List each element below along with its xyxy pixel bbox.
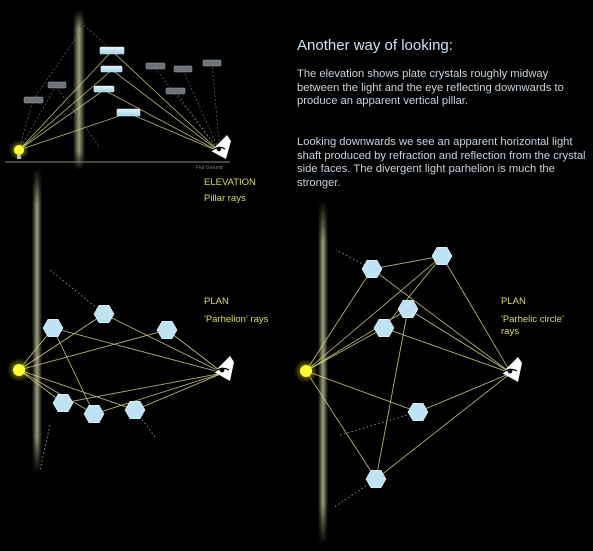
light-pillar-elevation	[73, 10, 85, 170]
parhelic-circle-rays-label-line1: 'Parhelic circle'	[501, 314, 564, 325]
hexagonal-crystals-plan2	[361, 247, 453, 489]
hexagonal-crystal-icon	[431, 247, 453, 266]
hexagonal-crystals-plan1	[42, 304, 178, 424]
plan-parhelic-circle-diagram	[294, 200, 522, 545]
plate-crystal-icon	[93, 85, 115, 93]
hexagonal-crystal-icon	[407, 402, 429, 422]
plate-crystal-icon	[99, 46, 125, 55]
hexagonal-crystal-icon	[397, 299, 419, 319]
light-source-icon	[9, 140, 29, 160]
plate-crystal-icon	[100, 65, 123, 73]
pillar-rays	[18, 50, 221, 153]
plate-crystals-unlit	[23, 59, 222, 104]
pillar-rays-label: Pillar rays	[204, 193, 246, 204]
hexagonal-crystal-icon	[83, 404, 105, 424]
dotted-rays-plan2	[332, 249, 419, 509]
hexagonal-crystal-icon	[42, 318, 64, 338]
parhelion-rays-label: 'Parhelion' rays	[204, 314, 269, 325]
parhelion-rays	[18, 313, 224, 415]
page-heading: Another way of looking:	[297, 37, 453, 54]
hexagonal-crystal-icon	[361, 259, 383, 279]
hexagonal-crystal-icon	[93, 304, 115, 324]
hexagonal-crystal-icon	[156, 320, 178, 340]
hexagonal-crystal-icon	[124, 400, 146, 420]
light-pillar-plan-left	[32, 168, 42, 473]
light-source-icon	[7, 358, 31, 382]
elevation-diagram	[5, 10, 231, 170]
eye-icon	[213, 356, 234, 381]
light-source-icon	[294, 359, 318, 383]
dotted-rays-plan1	[39, 269, 156, 471]
hexagonal-crystal-icon	[373, 318, 395, 338]
plan-explanation: Looking downwards we see an apparent hor…	[297, 136, 586, 189]
plan-label-left: PLAN	[204, 296, 229, 307]
eye-icon	[501, 357, 522, 382]
plan-parhelion-diagram	[7, 168, 234, 473]
elevation-explanation: The elevation shows plate crystals rough…	[297, 68, 564, 108]
hexagonal-crystal-icon	[52, 393, 74, 413]
plate-crystal-icon	[116, 108, 141, 117]
parhelic-circle-rays-label-line2: rays	[501, 326, 519, 337]
unlit-crystal-lines	[18, 22, 221, 153]
elevation-label: ELEVATION	[204, 177, 256, 188]
plan-label-right: PLAN	[501, 296, 526, 307]
hexagonal-crystal-icon	[365, 469, 387, 489]
ground-note: Flat Ground	[196, 165, 223, 171]
eye-icon	[210, 135, 231, 159]
plate-crystals-lit	[93, 46, 141, 117]
light-pillar-plan-right	[318, 200, 328, 545]
parhelic-circle-rays	[305, 255, 512, 480]
